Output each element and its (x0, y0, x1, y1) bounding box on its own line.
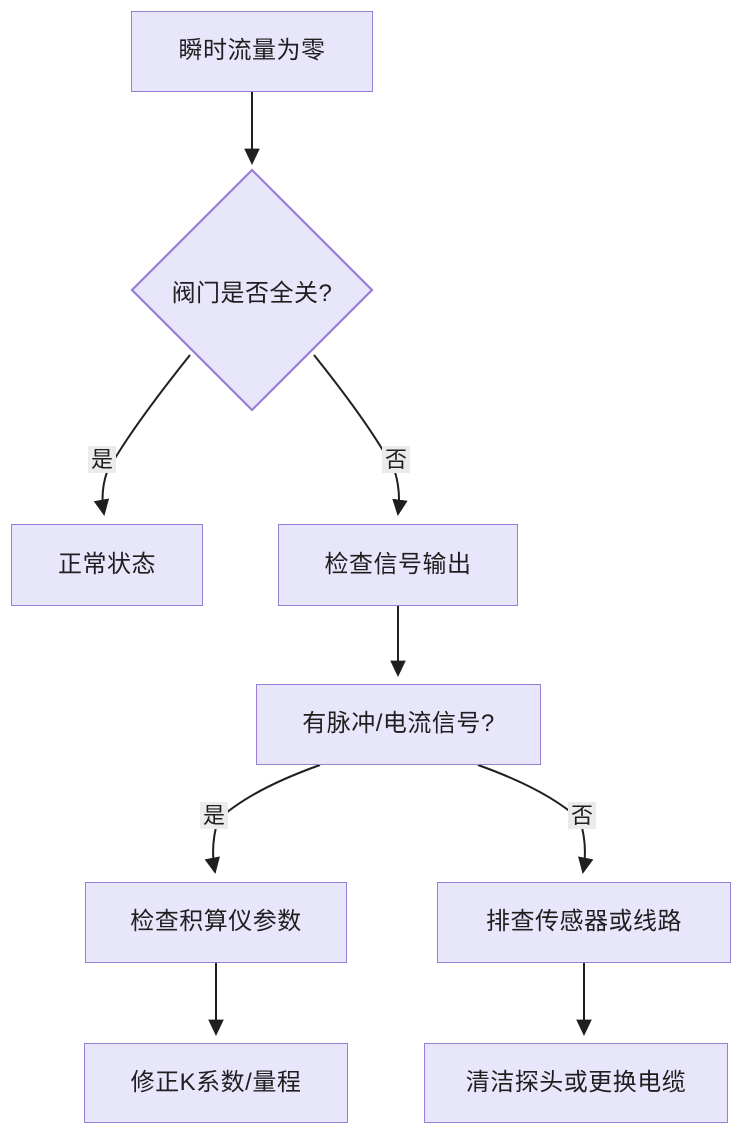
node-check-signal-output[interactable]: 检查信号输出 (278, 524, 518, 606)
node-label: 排查传感器或线路 (486, 908, 682, 936)
node-label: 正常状态 (58, 550, 156, 578)
node-label: 瞬时流量为零 (178, 37, 326, 65)
edge-label-signal-no: 否 (568, 802, 597, 830)
edge-label-text: 否 (571, 803, 594, 828)
edge-label-text: 是 (91, 447, 114, 472)
node-label: 检查信号输出 (324, 550, 472, 578)
node-instant-flow-zero[interactable]: 瞬时流量为零 (131, 11, 373, 92)
node-troubleshoot-sensor-or-wiring[interactable]: 排查传感器或线路 (437, 882, 731, 963)
node-label: 检查积算仪参数 (130, 908, 302, 936)
node-label: 修正K系数/量程 (130, 1068, 302, 1096)
edge-label-signal-yes: 是 (200, 802, 229, 830)
node-label: 阀门是否全关? (171, 279, 333, 307)
edge-label-text: 是 (203, 803, 226, 828)
node-normal-state[interactable]: 正常状态 (11, 524, 203, 606)
edge-label-valve-yes: 是 (88, 446, 117, 474)
edge-n5-n6 (204, 764, 321, 874)
node-valve-fully-closed-decision[interactable]: 阀门是否全关? (129, 167, 375, 413)
node-correct-k-factor-range[interactable]: 修正K系数/量程 (84, 1043, 348, 1123)
node-clean-probe-or-replace-cable[interactable]: 清洁探头或更换电缆 (424, 1043, 728, 1123)
node-check-totalizer-parameters[interactable]: 检查积算仪参数 (85, 882, 347, 963)
node-has-pulse-current-signal-decision[interactable]: 有脉冲/电流信号? (256, 684, 541, 765)
node-label: 清洁探头或更换电缆 (465, 1068, 687, 1096)
node-label: 有脉冲/电流信号? (302, 710, 495, 738)
diamond-shape (130, 168, 374, 412)
edge-label-valve-no: 否 (382, 446, 411, 474)
edge-label-text: 否 (385, 447, 408, 472)
